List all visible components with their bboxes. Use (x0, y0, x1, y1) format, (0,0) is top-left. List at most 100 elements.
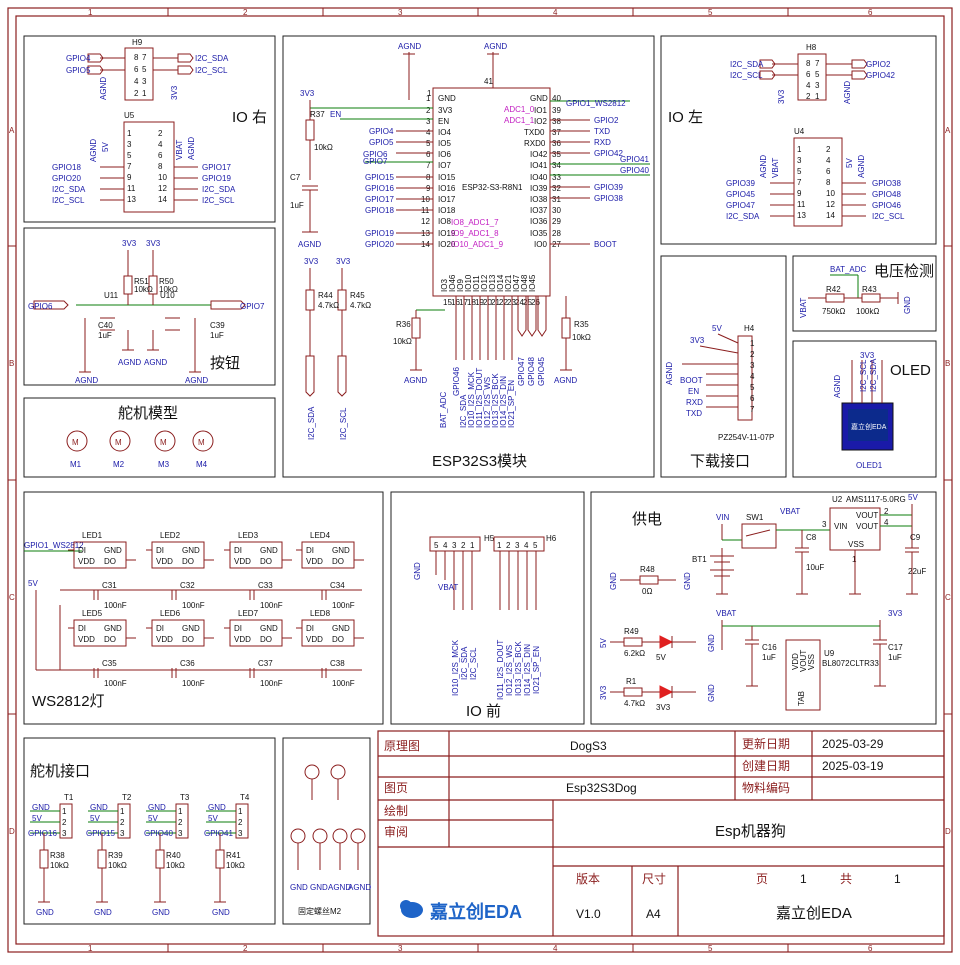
col-4-bot: 4 (553, 944, 558, 953)
servo-connectors: T1123GND5VGPIO16R3810kΩGNDT2123GND5VGPIO… (28, 793, 250, 917)
svg-text:R1: R1 (626, 677, 637, 686)
svg-text:1: 1 (127, 129, 132, 138)
svg-text:GPIO20: GPIO20 (365, 240, 394, 249)
svg-text:共: 共 (840, 872, 852, 886)
servo-if-block (23, 737, 276, 925)
svg-text:29: 29 (552, 217, 561, 226)
svg-text:SW1: SW1 (746, 513, 764, 522)
svg-text:GND: GND (707, 684, 716, 702)
svg-text:更新日期: 更新日期 (742, 736, 790, 751)
svg-text:1uF: 1uF (210, 331, 224, 340)
svg-text:1: 1 (120, 807, 125, 816)
svg-text:2: 2 (120, 818, 125, 827)
svg-text:10uF: 10uF (806, 563, 824, 572)
svg-text:33: 33 (552, 173, 561, 182)
tb-created-date: 2025-03-19 (822, 759, 884, 773)
svg-text:I2C_SDA: I2C_SDA (202, 185, 236, 194)
svg-text:RXD0: RXD0 (524, 139, 546, 148)
svg-text:6.2kΩ: 6.2kΩ (624, 649, 645, 658)
svg-text:VSS: VSS (848, 540, 864, 549)
svg-text:VBAT: VBAT (771, 158, 780, 178)
buttons-title: 按钮 (210, 355, 240, 372)
svg-text:GPIO2: GPIO2 (866, 60, 891, 69)
io-front-title: IO 前 (466, 703, 501, 720)
col-3-top: 3 (398, 8, 403, 17)
svg-text:U4: U4 (794, 127, 805, 136)
svg-text:AGND: AGND (554, 376, 577, 385)
svg-text:3V3: 3V3 (146, 239, 161, 248)
svg-text:3V3: 3V3 (777, 89, 786, 104)
svg-text:1uF: 1uF (888, 653, 902, 662)
svg-text:IO10_I2S_MCK: IO10_I2S_MCK (451, 639, 460, 696)
svg-text:10kΩ: 10kΩ (166, 861, 185, 870)
svg-text:IO13: IO13 (488, 274, 497, 292)
svg-text:30: 30 (552, 206, 561, 215)
svg-text:R40: R40 (166, 851, 181, 860)
svg-text:1: 1 (142, 89, 147, 98)
svg-text:IO10: IO10 (464, 274, 473, 292)
svg-text:6: 6 (134, 65, 139, 74)
svg-text:AGND: AGND (843, 81, 852, 104)
buttons-circuit: 3V3 3V3 R51 10kΩ R50 10kΩ GPIO6 GPIO7 U1… (28, 239, 265, 385)
svg-text:6: 6 (806, 70, 811, 79)
svg-text:5: 5 (127, 151, 132, 160)
svg-text:IO2: IO2 (534, 117, 547, 126)
svg-text:11: 11 (127, 184, 136, 193)
svg-text:GND: GND (152, 908, 170, 917)
svg-text:M4: M4 (196, 460, 208, 469)
svg-text:4.7kΩ: 4.7kΩ (318, 301, 339, 310)
svg-text:1: 1 (427, 89, 432, 98)
io-right-block (23, 35, 276, 223)
svg-text:10kΩ: 10kΩ (50, 861, 69, 870)
svg-text:3: 3 (127, 140, 132, 149)
svg-text:GPIO16: GPIO16 (365, 184, 394, 193)
svg-text:24: 24 (515, 298, 524, 307)
svg-text:BL8072CLTR33: BL8072CLTR33 (822, 659, 879, 668)
svg-text:GND: GND (332, 546, 350, 555)
svg-text:GPIO41: GPIO41 (204, 829, 233, 838)
svg-text:6: 6 (158, 151, 163, 160)
svg-text:GND: GND (104, 546, 122, 555)
svg-text:C7: C7 (290, 173, 301, 182)
svg-text:10kΩ: 10kΩ (134, 285, 153, 294)
svg-text:GND: GND (36, 908, 54, 917)
svg-text:IO5: IO5 (438, 139, 451, 148)
svg-text:U2: U2 (832, 495, 843, 504)
connector-h6: H6 1 2 3 4 5 IO11_I2S_DOUT IO12_I2S_WS I… (493, 534, 557, 700)
svg-text:GND: GND (438, 94, 456, 103)
svg-text:T2: T2 (122, 793, 132, 802)
eda-logo: 嘉立创EDA (400, 900, 522, 922)
svg-text:R35: R35 (574, 320, 589, 329)
svg-text:10kΩ: 10kΩ (159, 285, 178, 294)
svg-text:I2C_SDA: I2C_SDA (52, 185, 86, 194)
ws2812-row: GPIO1_WS2812 5V (24, 541, 362, 671)
svg-text:7: 7 (797, 178, 802, 187)
svg-text:IO20: IO20 (438, 240, 456, 249)
h9-net-gpio4: GPIO4 (66, 54, 91, 63)
oled-block (792, 340, 937, 478)
svg-text:DO: DO (332, 635, 344, 644)
svg-text:H6: H6 (546, 534, 557, 543)
svg-text:R37: R37 (310, 110, 325, 119)
svg-text:AGND: AGND (348, 883, 371, 892)
svg-text:C32: C32 (180, 581, 195, 590)
svg-text:EN: EN (438, 117, 449, 126)
svg-text:GPIO47: GPIO47 (726, 201, 755, 210)
svg-text:7: 7 (426, 161, 431, 170)
svg-text:IO1: IO1 (534, 106, 547, 115)
svg-text:LED4: LED4 (310, 531, 331, 540)
svg-text:GND: GND (182, 546, 200, 555)
svg-text:2: 2 (134, 89, 139, 98)
voltage-title: 电压检测 (874, 263, 934, 280)
svg-text:100nF: 100nF (182, 601, 205, 610)
svg-text:GPIO39: GPIO39 (594, 183, 623, 192)
svg-text:IO19: IO19 (438, 229, 456, 238)
svg-text:10kΩ: 10kΩ (226, 861, 245, 870)
svg-text:5V: 5V (845, 158, 854, 168)
svg-text:AGND: AGND (298, 240, 321, 249)
svg-text:VBAT: VBAT (438, 583, 458, 592)
svg-text:32: 32 (552, 184, 561, 193)
esp32-title: ESP32S3模块 (432, 453, 527, 470)
svg-text:V1.0: V1.0 (576, 907, 601, 921)
